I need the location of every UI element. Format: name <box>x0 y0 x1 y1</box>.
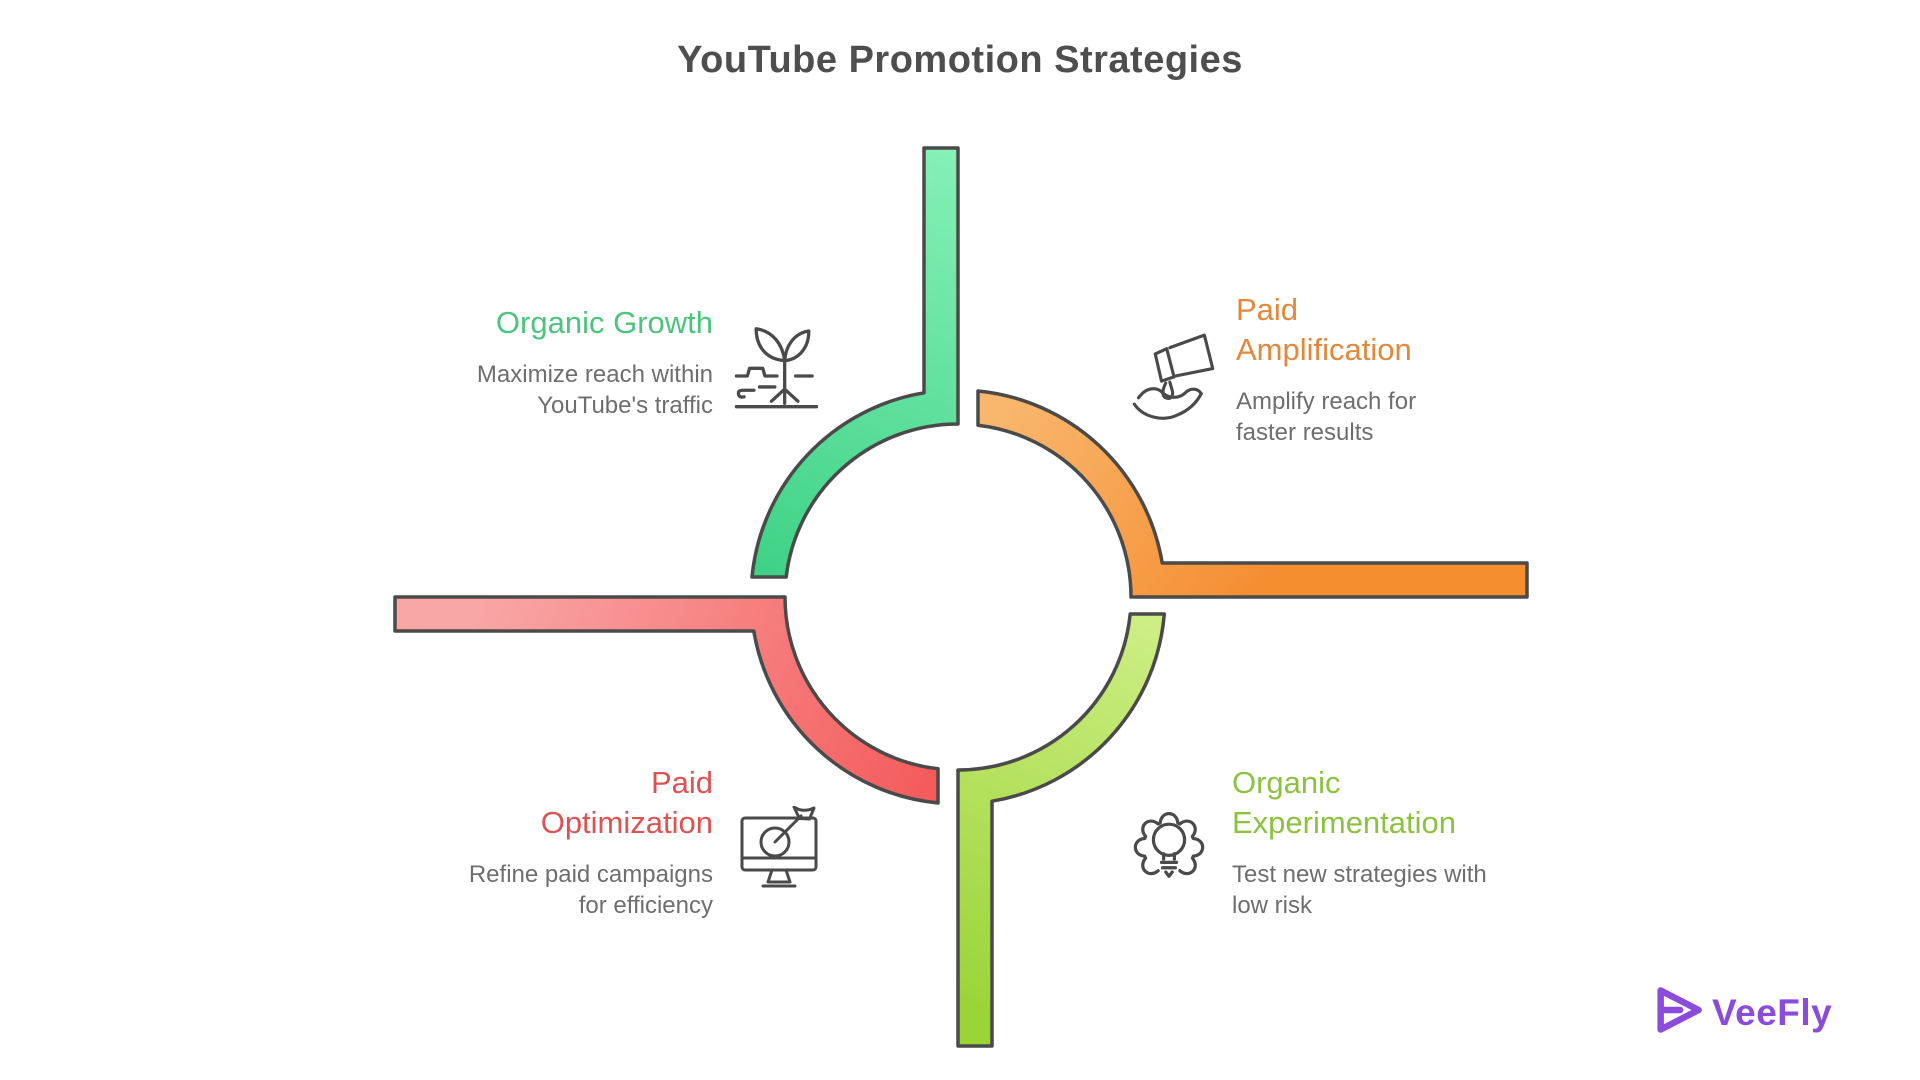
sprout-icon <box>733 320 821 410</box>
megaphone-hand-icon <box>1126 333 1220 425</box>
veefly-logo-text: VeeFly <box>1712 991 1833 1033</box>
quadrant-label: Organic Experimentation <box>1232 765 1457 840</box>
shape-organic-growth <box>750 146 960 579</box>
quadrant-label: Paid Optimization <box>540 765 713 840</box>
quadrant-paid-amplification: Paid Amplification Amplify reach for fas… <box>1236 290 1451 448</box>
quadrant-label: Organic Growth <box>495 305 713 340</box>
shape-organic-experimentation <box>956 612 1167 1048</box>
veefly-logo-icon <box>1652 984 1704 1041</box>
quadrant-description: Test new strategies with low risk <box>1232 861 1487 919</box>
quadrant-paid-optimization: Paid Optimization Refine paid campaigns … <box>388 763 713 921</box>
shape-paid-optimization <box>393 595 940 805</box>
quadrant-description: Amplify reach for faster results <box>1236 388 1417 446</box>
quadrant-description: Maximize reach within YouTube's traffic <box>476 361 713 419</box>
shape-paid-amplification <box>976 389 1529 599</box>
quadrant-organic-experimentation: Organic Experimentation Test new strateg… <box>1232 763 1504 921</box>
quadrant-label: Paid Amplification <box>1236 292 1412 367</box>
gear-lightbulb-icon <box>1126 800 1212 886</box>
quadrant-organic-growth: Organic Growth Maximize reach within You… <box>388 303 713 421</box>
page-title: YouTube Promotion Strategies <box>677 39 1243 81</box>
monitor-target-icon <box>739 806 823 890</box>
veefly-logo: VeeFly <box>1652 984 1832 1041</box>
quadrant-description: Refine paid campaigns for efficiency <box>468 861 713 919</box>
